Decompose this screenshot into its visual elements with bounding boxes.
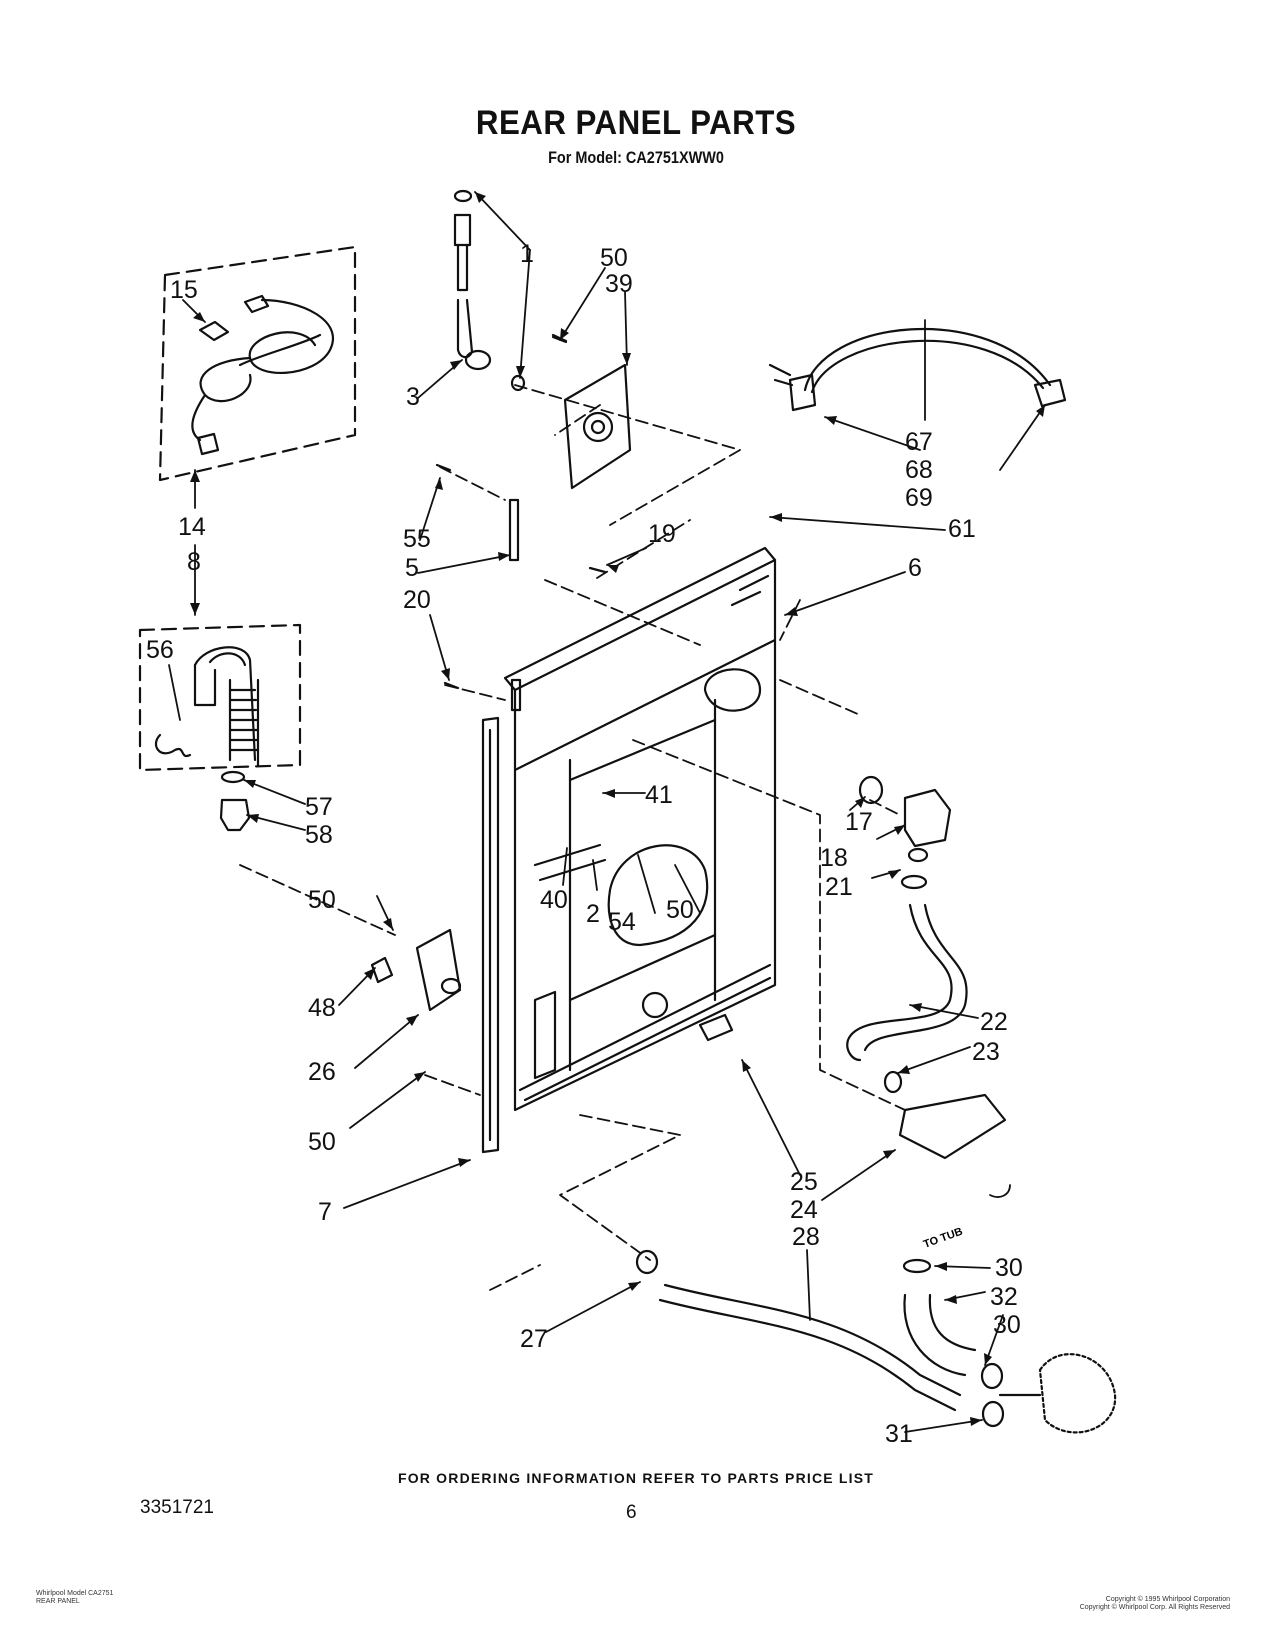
callout-3: 3 — [406, 383, 420, 411]
callout-30-top: 30 — [995, 1254, 1023, 1282]
to-tub-annotation: TO TUB — [922, 1226, 964, 1251]
mounting-bracket — [551, 335, 632, 490]
callout-67: 67 — [905, 428, 933, 456]
callout-69: 69 — [905, 484, 933, 512]
callout-25: 25 — [790, 1168, 818, 1196]
callout-26: 26 — [308, 1058, 336, 1086]
callout-30-lower: 30 — [993, 1311, 1021, 1339]
panel-clips — [435, 333, 607, 712]
callout-31: 31 — [885, 1420, 913, 1448]
callout-6: 6 — [908, 554, 922, 582]
copyright-notice: Copyright © 1995 Whirlpool Corporation C… — [1000, 1596, 1230, 1612]
model-subtitle: For Model: CA2751XWW0 — [548, 148, 724, 167]
callout-61: 61 — [948, 515, 976, 543]
page-title: REAR PANEL PARTS — [475, 104, 797, 142]
leader-lines — [168, 191, 1046, 1433]
callout-68: 68 — [905, 456, 933, 484]
power-cord-assembly — [158, 245, 357, 482]
arrowheads — [190, 192, 1045, 1426]
callout-labels: 1 50 39 15 3 67 68 69 14 55 19 61 5 6 20… — [146, 240, 1023, 1448]
ordering-information: FOR ORDERING INFORMATION REFER TO PARTS … — [397, 1470, 875, 1486]
pump-bracket — [219, 770, 462, 1012]
callout-23: 23 — [972, 1038, 1000, 1066]
callout-18: 18 — [820, 844, 848, 872]
callout-54: 54 — [608, 908, 636, 936]
copyright-line-2: Copyright © Whirlpool Corp. All Rights R… — [1079, 1604, 1230, 1611]
fine-print-left-line-2: REAR PANEL — [36, 1598, 80, 1605]
copyright-line-1: Copyright © 1995 Whirlpool Corporation — [1105, 1596, 1230, 1603]
callout-32: 32 — [990, 1283, 1018, 1311]
callout-50: 50 — [600, 244, 628, 272]
callout-20: 20 — [403, 586, 431, 614]
callout-1: 1 — [520, 240, 534, 268]
callout-14: 14 — [178, 513, 206, 541]
callout-21: 21 — [825, 873, 853, 901]
callout-58: 58 — [305, 821, 333, 849]
callout-40: 40 — [540, 886, 568, 914]
callout-56: 56 — [146, 636, 174, 664]
document-number: 3351721 — [140, 1497, 214, 1518]
callout-7: 7 — [318, 1198, 332, 1226]
callout-57: 57 — [305, 793, 333, 821]
callout-5: 5 — [405, 554, 419, 582]
water-valve-assembly — [846, 775, 1007, 1160]
callout-17: 17 — [845, 808, 873, 836]
callout-24: 24 — [790, 1196, 818, 1224]
callout-19: 19 — [648, 520, 676, 548]
callout-50-lower: 50 — [308, 1128, 336, 1156]
callout-41: 41 — [645, 781, 673, 809]
drain-hose-assembly — [138, 623, 302, 772]
callout-39: 39 — [605, 270, 633, 298]
callout-27: 27 — [520, 1325, 548, 1353]
water-inlet-tube — [453, 189, 526, 392]
wire-harness — [768, 327, 1067, 412]
side-rail — [481, 716, 500, 1154]
assembly-relationship-lines — [239, 384, 906, 1291]
drain-hose-and-pump — [635, 1249, 1117, 1434]
page-number: 6 — [626, 1502, 637, 1523]
fine-print-left: Whirlpool Model CA2751 REAR PANEL — [36, 1590, 113, 1606]
callout-50-panel: 50 — [666, 896, 694, 924]
callout-8: 8 — [187, 548, 201, 576]
rear-panel — [503, 546, 777, 1112]
callout-55: 55 — [403, 525, 431, 553]
callout-48: 48 — [308, 994, 336, 1022]
callout-15: 15 — [170, 276, 198, 304]
callout-22: 22 — [980, 1008, 1008, 1036]
callout-28: 28 — [792, 1223, 820, 1251]
callout-50-bracket: 50 — [308, 886, 336, 914]
callout-2: 2 — [586, 900, 600, 928]
fine-print-left-line-1: Whirlpool Model CA2751 — [36, 1590, 114, 1597]
